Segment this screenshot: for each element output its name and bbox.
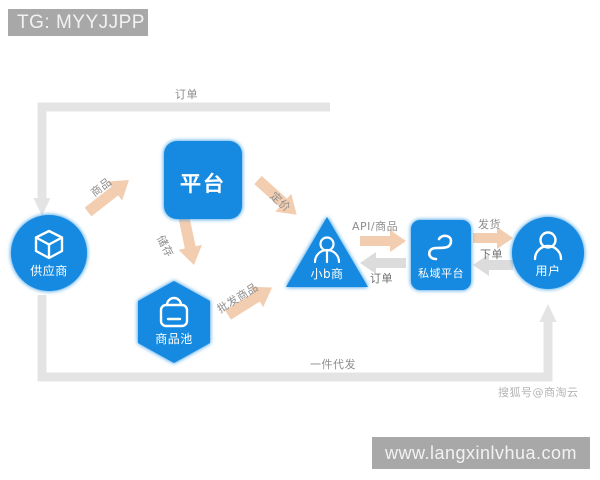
bag-icon (159, 296, 189, 328)
arrow-api-goods (360, 230, 406, 252)
site-watermark: www.langxinlvhua.com (372, 437, 590, 469)
arrow-shipment (473, 227, 513, 249)
sohu-watermark: 搜狐号@商淘云 (498, 386, 579, 399)
gray-path-order-top (33, 102, 330, 216)
arrow-place-order (473, 254, 513, 276)
arrow-wholesale-goods (225, 286, 273, 320)
node-user[interactable] (512, 217, 584, 289)
person-icon (533, 231, 563, 261)
person-icon (313, 236, 341, 264)
box-icon (34, 229, 64, 260)
knot-icon (427, 234, 453, 261)
gray-path-dropshipping (37, 295, 557, 382)
arrow-pricing (254, 175, 297, 215)
arrow-order-to-b (360, 252, 406, 274)
arrow-goods (84, 179, 129, 217)
node-supplier[interactable] (11, 215, 87, 291)
node-platform[interactable] (164, 141, 242, 219)
node-private-platform[interactable] (411, 220, 471, 290)
node-small-b-merchant[interactable] (286, 217, 368, 287)
tg-watermark: TG: MYYJJPP (8, 9, 148, 36)
arrow-storage (178, 216, 202, 265)
node-product-pool[interactable] (138, 281, 210, 363)
